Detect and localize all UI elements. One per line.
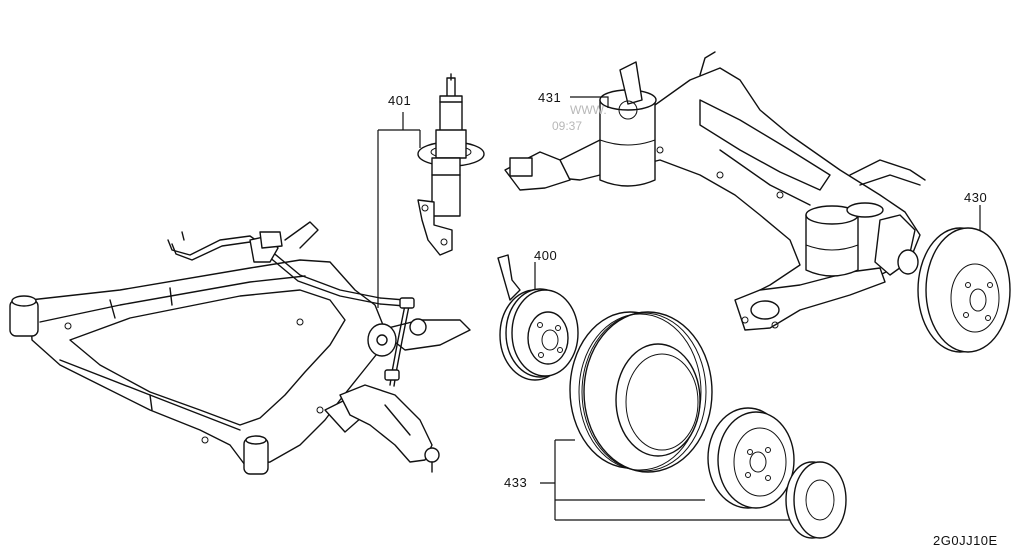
stabilizer-bar bbox=[167, 221, 406, 307]
figure-code: 2G0JJ10E bbox=[933, 533, 998, 548]
rear-suspension-member bbox=[504, 51, 926, 331]
wheel-cap bbox=[785, 461, 847, 539]
leader-401 bbox=[377, 112, 421, 308]
front-rotor-400 bbox=[497, 254, 579, 381]
callout-431: 431 bbox=[538, 90, 562, 105]
front-strut-401 bbox=[417, 73, 485, 256]
callout-430: 430 bbox=[964, 190, 988, 205]
callout-433: 433 bbox=[504, 475, 528, 490]
callout-400: 400 bbox=[534, 248, 558, 263]
rear-spring-431 bbox=[599, 61, 884, 277]
tire bbox=[569, 311, 713, 473]
leader-433 bbox=[540, 439, 790, 521]
callout-401: 401 bbox=[388, 93, 412, 108]
leader-431 bbox=[570, 96, 609, 108]
wheel bbox=[707, 407, 795, 509]
rear-rotor-430 bbox=[917, 227, 1011, 353]
transverse-link bbox=[339, 318, 471, 473]
watermark-line2: 09:37 bbox=[552, 119, 583, 133]
watermark-line1: WWW. bbox=[570, 103, 607, 117]
stabilizer-link-rod bbox=[384, 297, 415, 387]
